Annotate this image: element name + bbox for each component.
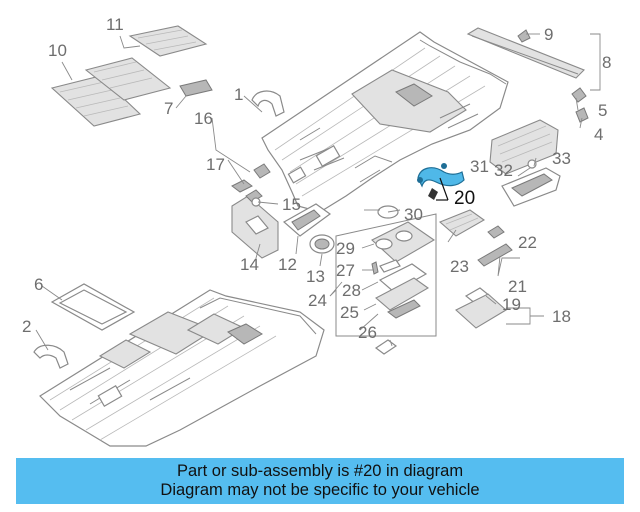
callout-17: 17 [206,155,225,174]
parts-diagram: 1 2 4 5 6 7 8 9 10 11 12 13 14 15 16 17 … [22,15,611,447]
clip-9 [517,29,531,43]
callout-24: 24 [308,291,327,310]
callout-30: 30 [404,205,423,224]
callout-18: 18 [552,307,571,326]
callout-16: 16 [194,109,213,128]
callout-19: 19 [502,295,521,314]
callout-9: 9 [544,25,553,44]
vanity-light [282,203,332,237]
callout-6: 6 [34,275,43,294]
overhead-console [489,119,561,207]
callout-4: 4 [594,125,603,144]
callout-13: 13 [306,267,325,286]
callout-7: 7 [164,99,173,118]
leader-lines [35,33,601,351]
roof-trim-strip [466,27,585,79]
callout-2: 2 [22,317,31,336]
callout-31: 31 [470,157,489,176]
part-20-assist-grip [417,163,465,201]
sunroof-frame [50,283,136,331]
small-clips-left [231,163,271,207]
info-banner: Part or sub-assembly is #20 in diagram D… [16,458,624,504]
callout-22: 22 [518,233,537,252]
callout-1: 1 [234,85,243,104]
clip-4 [575,107,589,123]
upper-headliner [261,31,509,213]
map-lamp-lens [309,234,335,254]
callout-23: 23 [450,257,469,276]
lower-headliner [39,289,325,447]
callout-21: 21 [508,277,527,296]
callout-14: 14 [240,255,259,274]
callout-12: 12 [278,255,297,274]
callout-11: 11 [106,15,124,34]
grab-handle-upper [251,90,285,117]
callout-8: 8 [602,53,611,72]
callout-29: 29 [336,239,355,258]
callout-5: 5 [598,101,607,120]
callout-32: 32 [494,161,513,180]
grab-handle-lower [33,344,69,369]
callout-28: 28 [342,281,361,300]
banner-line-1: Part or sub-assembly is #20 in diagram [176,462,464,480]
callout-10: 10 [48,41,67,60]
callout-15: 15 [282,195,301,214]
clip-5 [571,87,587,103]
callout-26: 26 [358,323,377,342]
map-lamp-assembly [335,205,437,355]
callout-33: 33 [552,149,571,168]
banner-line-2: Diagram may not be specific to your vehi… [160,481,480,499]
roof-insulation-panels [50,25,213,127]
callout-20: 20 [454,188,475,209]
callout-25: 25 [340,303,359,322]
callout-27: 27 [336,261,355,280]
callout-numbers: 1 2 4 5 6 7 8 9 10 11 12 13 14 15 16 17 … [22,15,611,342]
